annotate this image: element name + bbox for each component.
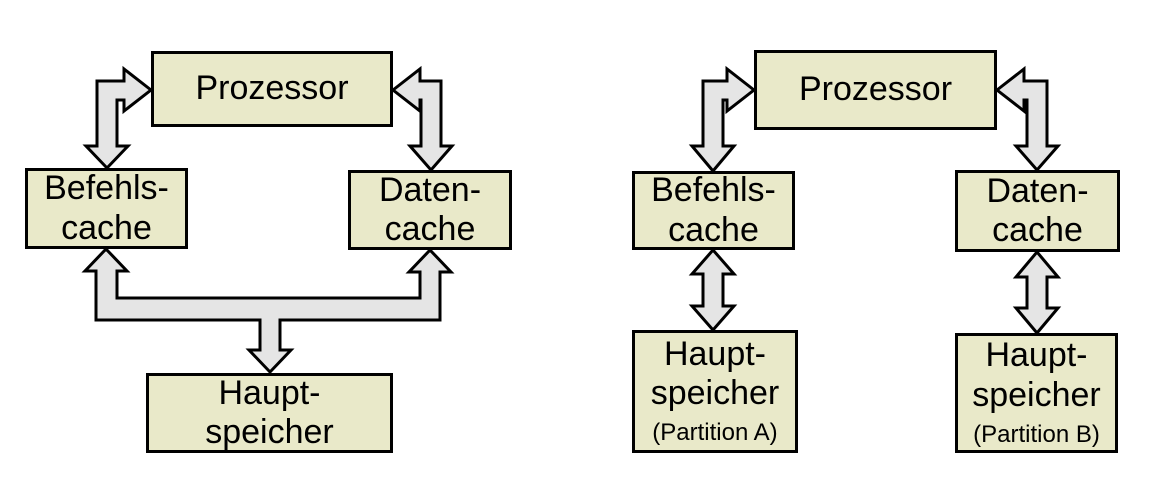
left-diagram-arrow-processor-data-cache <box>390 65 456 173</box>
right-instruction-cache-box: Befehls- cache <box>632 171 795 250</box>
left-main-memory-box: Haupt- speicher <box>146 373 393 453</box>
right-main-memory-partition-b-box: Haupt- speicher (Partition B) <box>955 333 1118 453</box>
right-main-memory-partition-b-label: Haupt- speicher <box>972 336 1101 414</box>
left-diagram-arrow-caches-main-memory <box>81 246 455 375</box>
right-diagram-arrow-data-cache-partition-b <box>1012 249 1062 336</box>
right-data-cache-box: Daten- cache <box>955 170 1120 252</box>
left-instruction-cache-label: Befehls- cache <box>44 169 169 247</box>
right-data-cache-label: Daten- cache <box>986 171 1089 249</box>
right-processor-label: Prozessor <box>798 70 953 109</box>
left-data-cache-box: Daten- cache <box>348 170 512 250</box>
right-processor-box: Prozessor <box>754 50 997 130</box>
left-main-memory-label: Haupt- speicher <box>205 373 334 451</box>
right-main-memory-partition-b-note: (Partition B) <box>973 420 1100 448</box>
right-diagram-arrow-instruction-cache-partition-a <box>688 247 738 333</box>
right-diagram-arrow-processor-instruction-cache <box>688 65 757 174</box>
left-instruction-cache-box: Befehls- cache <box>25 168 188 249</box>
left-processor-box: Prozessor <box>151 51 393 127</box>
left-processor-label: Prozessor <box>195 69 349 108</box>
right-main-memory-partition-a-note: (Partition A) <box>652 419 778 447</box>
left-diagram-arrow-processor-instruction-cache <box>82 65 154 171</box>
right-main-memory-partition-a-box: Haupt- speicher (Partition A) <box>632 330 798 453</box>
right-diagram-arrow-processor-data-cache <box>994 65 1062 173</box>
right-main-memory-partition-a-label: Haupt- speicher <box>650 334 780 412</box>
left-data-cache-label: Daten- cache <box>378 170 482 248</box>
right-instruction-cache-label: Befehls- cache <box>651 171 776 249</box>
